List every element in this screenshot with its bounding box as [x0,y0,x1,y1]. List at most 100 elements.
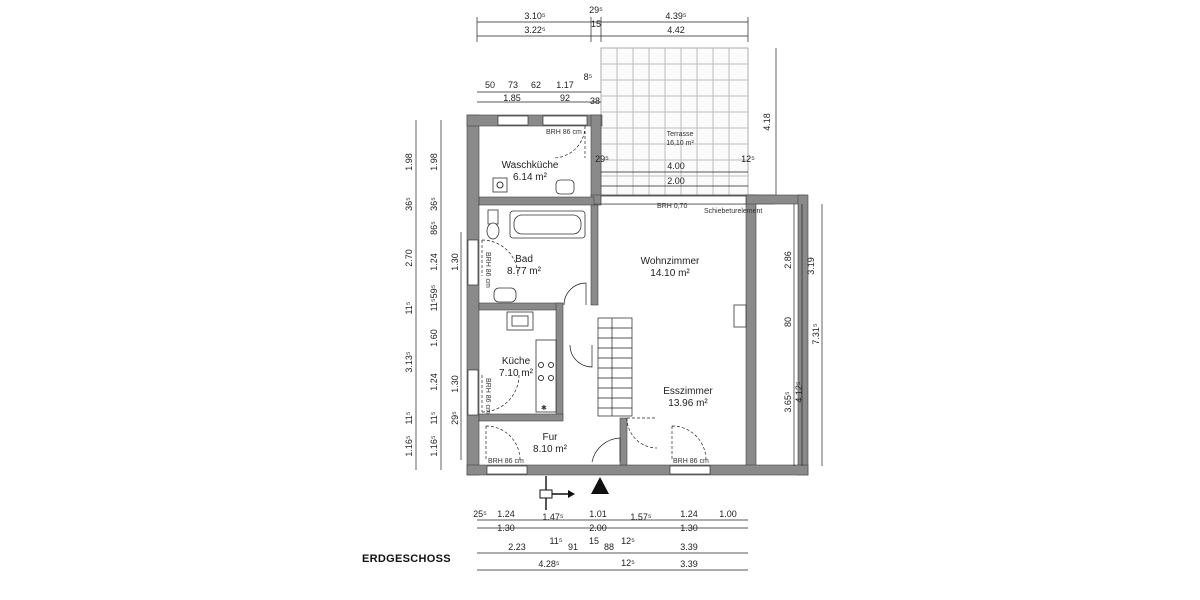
dim-r1: 2.86 [783,251,793,269]
dim-r3: 80 [783,317,793,327]
brh-label-flur: BRH 86 cm [488,458,524,465]
dim-top-r1b: 29⁵ [589,5,603,15]
dimensions-bottom: 25⁵ 1.24 1.47⁵ 1.01 1.57⁵ 1.24 1.00 1.30… [473,509,748,571]
dim-a2: 36⁵ [404,197,414,211]
dim-top-r2a: 3.22⁵ [524,25,546,35]
dim-b4: 1.24 [429,253,439,271]
dim-b1c: 1.47⁵ [542,512,564,522]
brh-label-ess: BRH 86 cm [673,458,709,465]
dim-b1d: 1.01 [589,509,607,519]
dim-w4: 1.17 [556,80,574,90]
dim-b2b: 2.00 [589,523,607,533]
room-esszimmer-name: Esszimmer [663,386,713,397]
room-flur-area: 8.10 m² [533,444,568,455]
dim-b3d: 15 [589,536,599,546]
svg-text:✱: ✱ [541,404,547,412]
room-wohnzimmer-name: Wohnzimmer [641,256,700,267]
dim-w2: 73 [508,80,518,90]
dim-a4: 11⁵ [404,301,414,314]
dim-b1g: 1.00 [719,509,737,519]
dimensions-top: 3.10⁵ 29⁵ 4.39⁵ 3.22⁵ 15 4.42 50 73 62 1… [476,5,777,195]
room-kueche-name: Küche [502,356,531,367]
brh-label-wohn: BRH 0,70 [657,203,687,210]
dim-b2c: 1.30 [680,523,698,533]
dim-c2: 1.30 [450,375,460,393]
room-esszimmer-area: 13.96 m² [668,398,708,409]
dim-w3: 62 [531,80,541,90]
dim-b8: 11⁵ [429,411,439,424]
brh-label-wasch: BRH 86 cm [546,129,582,136]
dim-c3: 29⁵ [450,411,460,425]
dim-b1a: 25⁵ [473,509,487,519]
dim-right-top: 4.18 [762,113,772,131]
room-waschkueche-area: 6.14 m² [513,172,548,183]
sliding-door-label: Schiebeturelement [704,208,762,215]
dim-t3: 12⁵ [741,154,755,164]
dim-b3c: 91 [568,542,578,552]
room-terrasse-name: Terrasse [667,131,694,138]
dim-b4a: 4.28⁵ [538,559,560,569]
dim-a3: 2.70 [404,249,414,267]
room-waschkueche-name: Waschküche [502,160,559,171]
dim-w6: 1.85 [503,93,521,103]
dim-b3f: 12⁵ [621,536,635,546]
entrance-marker [539,476,609,510]
room-bad-area: 8.77 m² [507,266,542,277]
dim-t1: 29⁵ [595,154,609,164]
dim-w8: 38 [590,96,600,106]
windows [467,115,747,475]
room-wohnzimmer-area: 14.10 m² [650,268,690,279]
dim-w1: 50 [485,80,495,90]
dim-r4: 7.31⁵ [811,323,821,345]
dim-b5: 11⁵59⁵ [429,284,439,311]
dim-a1: 1.98 [404,153,414,171]
dim-b6: 1.60 [429,329,439,347]
room-bad-name: Bad [515,254,533,265]
brh-label-kueche: BRH 86 cm [484,378,491,414]
dim-w7: 92 [560,93,570,103]
dim-c1: 1.30 [450,253,460,271]
terrace-grid [600,47,749,196]
annotations: BRH 86 cm BRH 86 cm BRH 86 cm BRH 86 cm … [484,129,762,465]
dim-top-r1a: 3.10⁵ [524,11,546,21]
dim-t2: 4.00 [667,161,685,171]
room-labels: Terrasse 16,10 m² Waschküche 6.14 m² Bad… [499,131,713,455]
dim-b4c: 3.39 [680,559,698,569]
dim-b7: 1.24 [429,373,439,391]
brh-label-bad: BRH 86 cm [484,252,491,288]
dim-r2: 3.19 [806,257,816,275]
room-kueche-area: 7.10 m² [499,368,534,379]
dim-b3e: 88 [604,542,614,552]
dim-b9: 1.16⁵ [429,435,439,457]
dim-w5: 8⁵ [584,72,593,82]
dimensions-left: 1.98 36⁵ 2.70 11⁵ 3.13⁵ 11⁵ 1.16⁵ 1.98 3… [404,120,462,470]
dim-a6: 1.16⁵ [404,435,414,457]
staircase [597,317,633,417]
dim-top-r2b: 15 [591,19,601,29]
dim-b2: 36⁵ [429,197,439,211]
room-flur-name: Fur [543,432,559,443]
dim-b4b: 12⁵ [621,558,635,568]
dim-b3a: 2.23 [508,542,526,552]
dim-b1: 1.98 [429,153,439,171]
room-terrasse-area: 16,10 m² [666,140,694,147]
doors [481,125,707,463]
fixtures: ✱ [486,177,747,413]
dim-t4: 2.00 [667,176,685,186]
dim-b2a: 1.30 [497,523,515,533]
dim-b1e: 1.57⁵ [630,512,652,522]
dim-b1b: 1.24 [497,509,515,519]
dim-b3: 86⁵ [429,221,439,235]
dim-r5: 3.65⁵ [783,391,793,413]
dim-b3b: 11⁵ [549,536,562,546]
dim-b1f: 1.24 [680,509,698,519]
dimensions-right: 2.86 3.19 80 7.31⁵ 3.65⁵ 4.12⁵ [783,204,823,466]
dim-r6: 4.12⁵ [794,381,804,403]
dim-a5: 3.13⁵ [404,351,414,373]
floor-title: ERDGESCHOSS [362,553,451,565]
dim-top-r2c: 4.42 [667,25,685,35]
dim-a7: 11⁵ [404,411,414,424]
dim-b3g: 3.39 [680,542,698,552]
dim-top-r1c: 4.39⁵ [665,11,687,21]
